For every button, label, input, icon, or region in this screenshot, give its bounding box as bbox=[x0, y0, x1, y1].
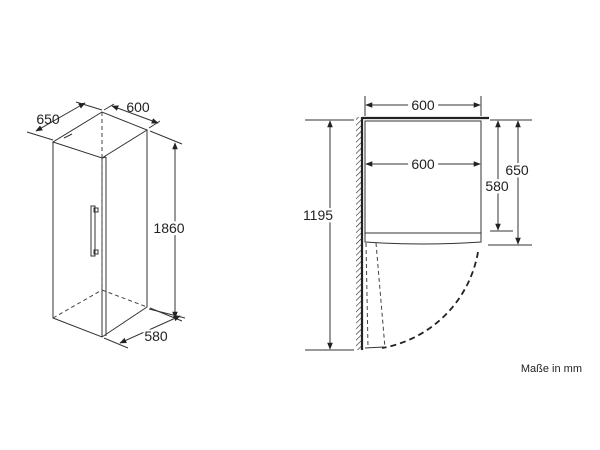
dimension-total-depth-650: 650 bbox=[488, 120, 532, 246]
dimension-depth-650: 650 bbox=[26, 101, 103, 141]
door-closed bbox=[364, 232, 482, 245]
dimension-height-1860: 1860 bbox=[149, 130, 187, 322]
fridge-body-outline bbox=[51, 111, 149, 338]
dimension-body-depth-580: 580 bbox=[483, 119, 532, 232]
top-view: 600 600 1195 580 650 bbox=[300, 93, 532, 351]
label-door-open-1195: 1195 bbox=[303, 207, 333, 223]
units-note: Maße in mm bbox=[521, 363, 582, 375]
label-depth-580: 580 bbox=[144, 328, 168, 344]
label-total-width-600: 600 bbox=[411, 97, 435, 113]
label-inner-width-600: 600 bbox=[411, 156, 435, 172]
isometric-view: 650 600 1860 580 bbox=[26, 99, 187, 349]
fridge-body-plan bbox=[364, 120, 482, 234]
label-body-depth-580: 580 bbox=[485, 178, 509, 194]
dimension-inner-width-600: 600 bbox=[365, 152, 481, 176]
dimension-width-600: 600 bbox=[103, 99, 161, 129]
dimension-door-open-1195: 1195 bbox=[300, 119, 354, 351]
dimension-total-width-600: 600 bbox=[364, 93, 482, 117]
door-handle-icon bbox=[90, 205, 99, 257]
dimension-depth-580: 580 bbox=[103, 308, 186, 349]
wall-hatching bbox=[356, 117, 362, 350]
label-height-1860: 1860 bbox=[153, 220, 184, 236]
door-swing bbox=[364, 242, 479, 349]
label-total-depth-650: 650 bbox=[505, 162, 529, 178]
label-width-600: 600 bbox=[126, 99, 150, 115]
label-depth-650: 650 bbox=[36, 111, 60, 127]
